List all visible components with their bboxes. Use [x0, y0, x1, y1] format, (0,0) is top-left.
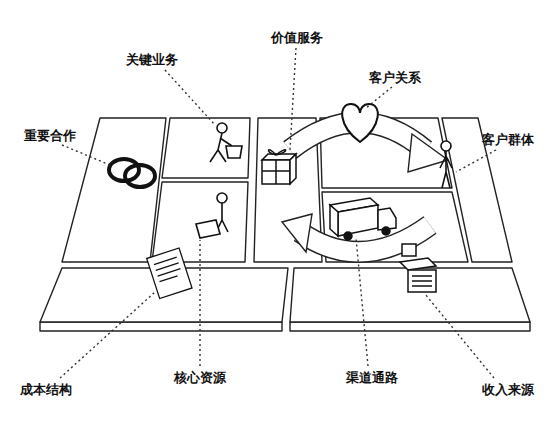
part-label: 渠道通路	[346, 370, 398, 386]
arrow-head	[408, 134, 448, 172]
revenue-piece	[290, 268, 530, 322]
register-keys	[412, 285, 432, 287]
truck-body	[338, 205, 378, 236]
part-label: 成本结构	[20, 382, 72, 398]
leader-line	[60, 292, 155, 378]
person-activity	[210, 123, 242, 162]
heart	[342, 104, 378, 142]
leader-line	[165, 70, 215, 125]
text-line	[158, 269, 181, 276]
register-keys	[412, 275, 432, 277]
leader-line	[199, 240, 200, 366]
person-resource	[196, 193, 228, 238]
wheel	[382, 227, 390, 235]
wheel	[344, 232, 352, 240]
register-front	[408, 270, 436, 292]
leader-line	[456, 150, 496, 172]
board-edge	[290, 322, 530, 331]
gift-box	[262, 150, 296, 184]
rings	[109, 159, 155, 187]
leader-line	[425, 294, 494, 378]
activities-piece	[162, 118, 250, 178]
person-customer	[440, 141, 452, 188]
leader-line	[290, 48, 296, 150]
board	[40, 118, 530, 331]
leader-line	[366, 87, 392, 108]
box-front	[262, 160, 290, 184]
partners-piece	[62, 118, 166, 262]
part-label: 收入来源	[482, 382, 534, 398]
part-label: 价值服务	[271, 30, 323, 46]
leader-lines	[60, 48, 496, 378]
head	[217, 193, 227, 203]
register-display	[402, 244, 416, 256]
document	[147, 248, 192, 298]
register-top	[400, 258, 436, 270]
body	[440, 151, 452, 188]
text-line	[154, 257, 177, 264]
text-line	[159, 276, 177, 282]
ribbon	[275, 160, 277, 184]
leader-line	[62, 145, 110, 165]
arrow-head	[282, 214, 312, 252]
part-label: 重要合作	[24, 128, 76, 144]
cycle-arrows	[282, 123, 448, 253]
truck	[330, 198, 396, 240]
head	[441, 141, 451, 151]
ring	[125, 165, 155, 187]
part-label: 关键业务	[126, 52, 178, 68]
truck-side	[330, 205, 338, 236]
cash-register	[400, 244, 436, 292]
leader-line	[356, 238, 368, 366]
box-side	[290, 154, 296, 184]
ribbon	[262, 170, 290, 172]
crate	[196, 220, 220, 238]
text-line	[156, 263, 179, 270]
register-keys	[412, 280, 432, 282]
paper	[147, 248, 192, 298]
part-label: 客户关系	[369, 70, 421, 86]
bow	[268, 150, 285, 155]
part-label: 客户群体	[482, 132, 534, 148]
part-label: 核心资源	[174, 370, 226, 386]
head	[217, 123, 227, 133]
board-edge	[40, 322, 282, 331]
cart	[226, 146, 242, 158]
